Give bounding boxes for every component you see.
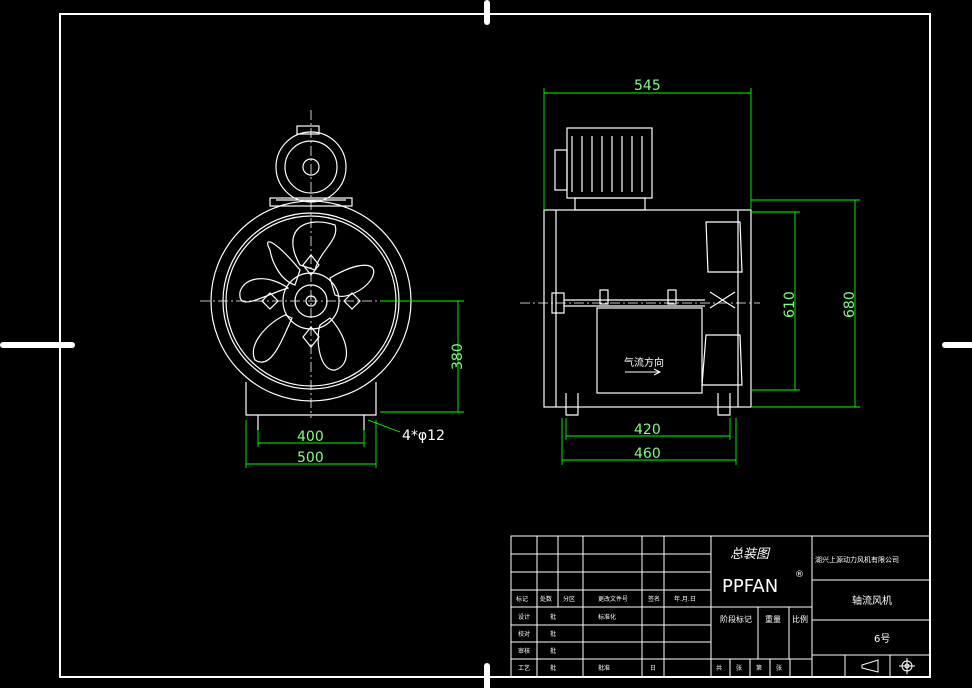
weight-label: 重量 xyxy=(765,614,781,624)
model-number: 6号 xyxy=(874,633,890,645)
tb-bottom-1: 张 xyxy=(736,664,742,672)
side-dim-base-outer: 460 xyxy=(634,446,661,462)
front-dimensions xyxy=(245,300,464,468)
brand-logo: PPFAN xyxy=(722,576,778,597)
front-dim-height: 380 xyxy=(450,343,466,370)
front-dim-holes: 4*φ12 xyxy=(402,428,445,444)
tb-row-second-2: 批 xyxy=(550,647,556,655)
stage-mark: 阶段标记 xyxy=(720,614,752,624)
tb-row-label-0: 设计 xyxy=(518,613,530,621)
projection-symbol xyxy=(861,658,915,674)
side-dim-length: 545 xyxy=(634,78,661,94)
front-dim-base-inner: 400 xyxy=(297,429,324,445)
registered-mark: ® xyxy=(795,570,804,580)
tb-standardization: 标准化 xyxy=(598,613,616,621)
tb-bottom-0: 共 xyxy=(716,664,722,672)
tb-bottom-2: 第 xyxy=(756,664,762,672)
side-dim-base-inner: 420 xyxy=(634,422,661,438)
side-dimensions xyxy=(543,88,860,465)
airflow-label: 气流方向 xyxy=(624,356,664,369)
side-dim-height-outer: 680 xyxy=(842,291,858,318)
tb-row-second-3: 批 xyxy=(550,664,556,672)
tb-header-0: 标记 xyxy=(516,595,528,603)
title-block xyxy=(510,535,931,678)
tb-row-second-1: 批 xyxy=(550,630,556,638)
motor-side xyxy=(554,127,653,211)
front-centerlines xyxy=(200,110,460,418)
front-base xyxy=(245,382,377,430)
front-dim-base-outer: 500 xyxy=(297,450,324,466)
tb-row-second-0: 批 xyxy=(550,613,556,621)
side-view xyxy=(543,127,752,416)
tb-approve: 批准 xyxy=(598,664,610,672)
tb-date-short: 日 xyxy=(650,665,656,672)
tb-header-5: 年.月.日 xyxy=(674,595,696,603)
product-name: 轴流风机 xyxy=(852,594,892,607)
tb-header-4: 签名 xyxy=(648,595,660,603)
drawing-title: 总装图 xyxy=(730,547,771,562)
company-name: 湖兴上源动力风机有限公司 xyxy=(815,555,899,564)
tb-row-label-1: 校对 xyxy=(518,630,530,638)
tb-header-3: 更改文件号 xyxy=(598,595,628,603)
tb-header-1: 处数 xyxy=(540,595,552,603)
tb-row-label-2: 审核 xyxy=(518,647,530,655)
tb-header-2: 分区 xyxy=(563,595,575,603)
scale-label: 比例 xyxy=(792,614,808,624)
impeller-blades xyxy=(239,221,375,371)
tb-bottom-3: 张 xyxy=(776,664,782,672)
tb-row-label-3: 工艺 xyxy=(518,664,530,672)
side-dim-height-inner: 610 xyxy=(782,291,798,318)
airflow-arrow xyxy=(625,368,662,376)
